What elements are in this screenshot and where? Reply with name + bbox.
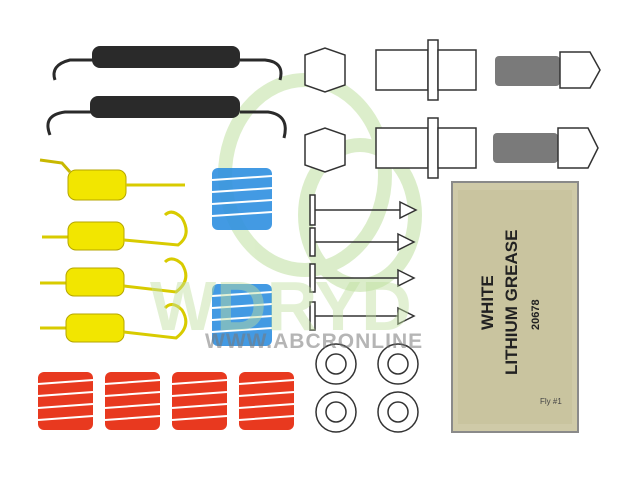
grease-packet-footer: Fly #1: [540, 397, 562, 406]
hold-down-pin-3: [309, 263, 416, 293]
yellow-spring-1: [39, 158, 185, 201]
yellow-spring-3: [40, 257, 188, 297]
blue-spring-top: [211, 168, 273, 230]
hold-down-cup-1: [315, 343, 357, 385]
grease-packet-line1: WHITE: [478, 275, 497, 330]
hold-down-pin-1: [309, 194, 418, 226]
hold-down-cup-2: [377, 343, 419, 385]
grease-packet: WHITE LITHIUM GREASE 20678 Fly #1: [451, 181, 579, 433]
hold-down-cup-3: [315, 391, 357, 433]
hold-down-pin-4: [309, 301, 416, 331]
watermark-url: WWW.ABCRONLINE: [205, 330, 424, 353]
yellow-spring-2: [42, 210, 188, 251]
hold-down-pin-2: [309, 227, 416, 257]
adjuster-forks: [304, 47, 346, 173]
red-spring-1: [37, 372, 94, 430]
hold-down-pins: [309, 194, 418, 331]
yellow-spring-4: [40, 303, 188, 343]
red-spring-4: [238, 372, 295, 430]
red-spring-2: [104, 372, 161, 430]
adjuster-screws: [493, 51, 601, 169]
watermark-brand-letters: WDRYD: [150, 267, 412, 345]
red-springs: [37, 372, 295, 430]
blue-spring-bottom: [211, 284, 273, 346]
grease-packet-line2: LITHIUM GREASE: [502, 230, 521, 375]
hold-down-cup-4: [377, 391, 419, 433]
black-extension-spring-top: [52, 46, 283, 81]
grease-packet-code: 20678: [530, 299, 542, 330]
adjuster-sleeves: [375, 39, 477, 179]
black-extension-spring-bottom: [46, 96, 287, 139]
hold-down-cups: [315, 343, 419, 433]
red-spring-3: [171, 372, 228, 430]
